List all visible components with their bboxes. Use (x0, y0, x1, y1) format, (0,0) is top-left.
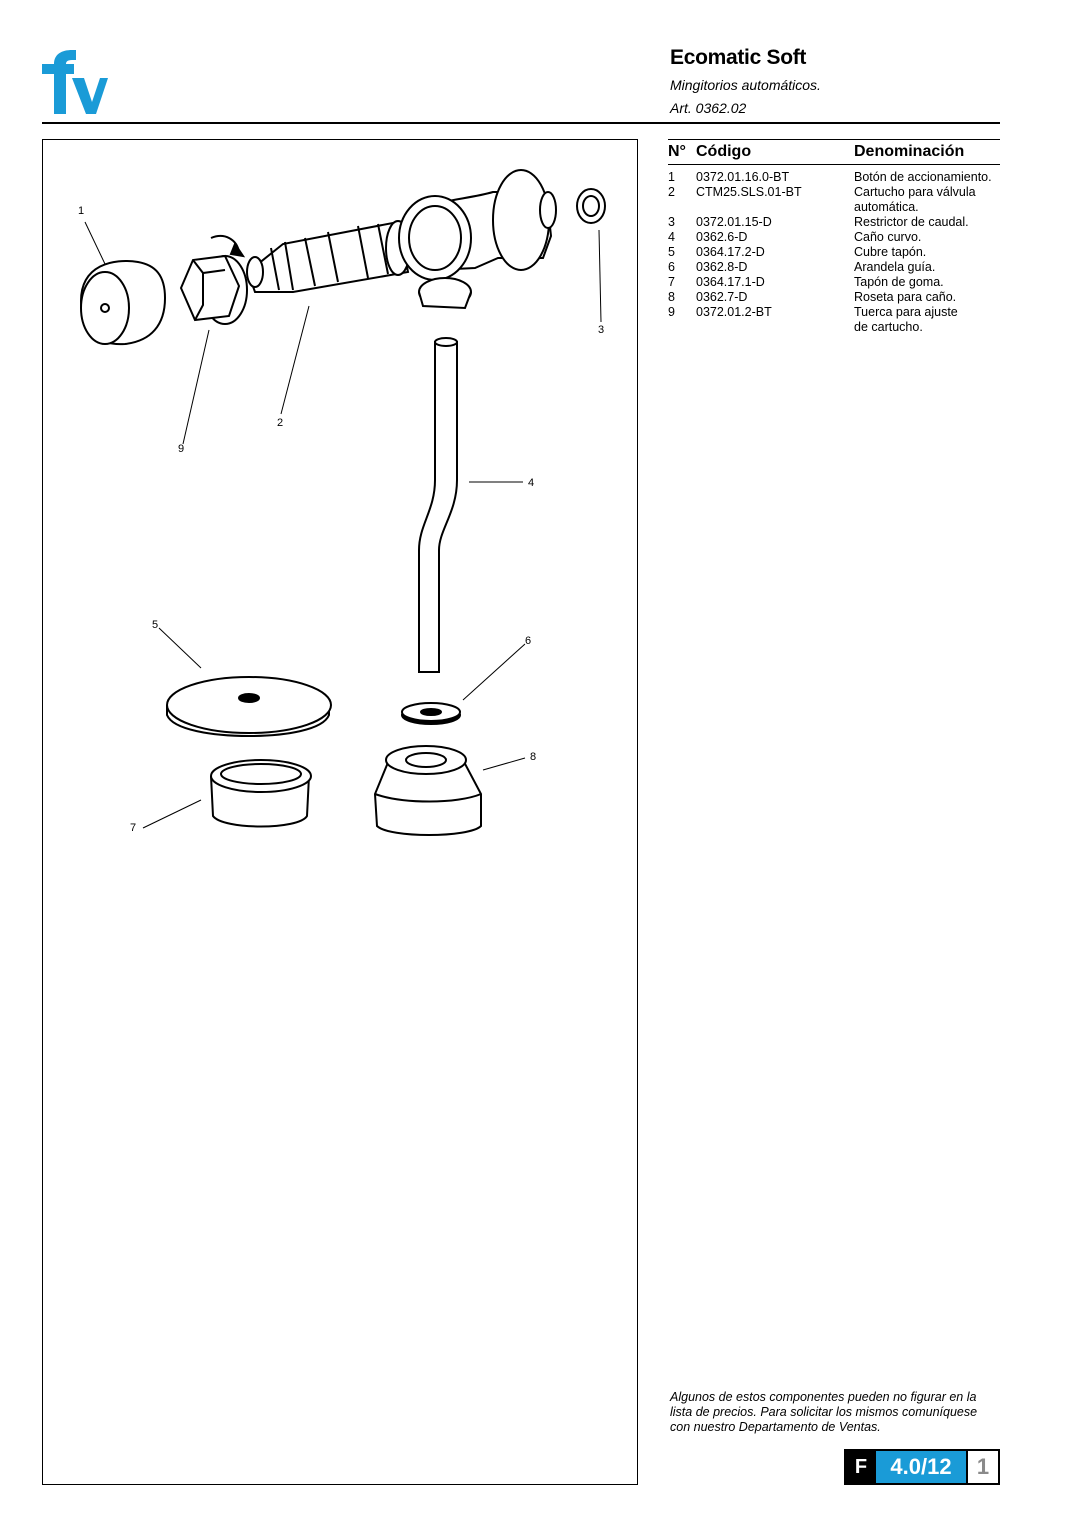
table-row: 3 0372.01.15-D Restrictor de caudal. (668, 215, 1000, 230)
part-3-restrictor (576, 188, 606, 224)
badge-page-number: 1 (966, 1451, 998, 1483)
table-row: 6 0362.8-D Arandela guía. (668, 260, 1000, 275)
document-subtitle: Mingitorios automáticos. (670, 77, 821, 93)
callout-1: 1 (78, 205, 84, 217)
part-9-nut (179, 234, 248, 325)
page-badge: F 4.0/12 1 (844, 1449, 1000, 1485)
row-code: 0362.7-D (696, 290, 748, 304)
callout-2: 2 (277, 417, 283, 429)
table-header-rule (668, 164, 1000, 165)
row-code: 0364.17.2-D (696, 245, 765, 259)
header-number: N° (668, 143, 686, 160)
callout-8: 8 (530, 751, 536, 763)
row-code: 0364.17.1-D (696, 275, 765, 289)
table-top-rule (668, 139, 1000, 140)
row-name: Tuerca para ajuste de cartucho. (854, 305, 958, 334)
header-divider (42, 122, 1000, 124)
table-row: 7 0364.17.1-D Tapón de goma. (668, 275, 1000, 290)
part-6-washer (401, 702, 461, 725)
row-number: 4 (668, 230, 675, 244)
callout-6: 6 (525, 635, 531, 647)
part-2-cartridge (246, 220, 411, 293)
badge-letter: F (846, 1451, 876, 1483)
callout-7: 7 (130, 822, 136, 834)
badge-code: 4.0/12 (876, 1451, 966, 1483)
callout-3: 3 (598, 324, 604, 336)
header-name: Denominación (854, 143, 965, 160)
table-row: 1 0372.01.16.0-BT Botón de accionamiento. (668, 170, 1000, 185)
table-header: N° Código Denominación (668, 140, 1000, 164)
row-code: 0372.01.2-BT (696, 305, 772, 319)
table-row: 5 0364.17.2-D Cubre tapón. (668, 245, 1000, 260)
table-row: 2 CTM25.SLS.01-BT Cartucho para válvula au… (668, 185, 1000, 215)
row-number: 9 (668, 305, 675, 319)
row-number: 8 (668, 290, 675, 304)
fv-logo (38, 48, 108, 118)
header-code: Código (696, 143, 752, 160)
table-row: 4 0362.6-D Caño curvo. (668, 230, 1000, 245)
row-code: 0362.8-D (696, 260, 748, 274)
article-number: Art. 0362.02 (670, 100, 747, 116)
row-code: 0372.01.16.0-BT (696, 170, 790, 184)
row-number: 3 (668, 215, 675, 229)
valve-body (398, 169, 557, 310)
row-name: Botón de accionamiento. (854, 170, 992, 184)
callout-5: 5 (152, 619, 158, 631)
footer-note: Algunos de estos componentes pueden no f… (670, 1390, 978, 1434)
parts-table: N° Código Denominación 1 0372.01.16.0-BT B… (668, 139, 1000, 335)
row-name: Caño curvo. (854, 230, 922, 244)
row-number: 2 (668, 185, 675, 199)
row-name: Tapón de goma. (854, 275, 944, 289)
row-name: Restrictor de caudal. (854, 215, 969, 229)
callout-9: 9 (178, 443, 184, 455)
part-1-button (79, 260, 167, 346)
document-title: Ecomatic Soft (670, 46, 807, 69)
row-number: 5 (668, 245, 675, 259)
part-7-plug (210, 759, 312, 828)
row-name: Cubre tapón. (854, 245, 927, 259)
exploded-diagram: 1 2 3 4 5 6 7 8 9 (42, 139, 638, 1485)
part-8-rosette (373, 745, 482, 836)
part-4-pipe (418, 337, 458, 673)
callout-4: 4 (528, 477, 534, 489)
row-name: Roseta para caño. (854, 290, 957, 304)
table-row: 8 0362.7-D Roseta para caño. (668, 290, 1000, 305)
row-number: 1 (668, 170, 675, 184)
table-row: 9 0372.01.2-BT Tuerca para ajuste de cartu… (668, 305, 1000, 335)
part-5-cover (166, 676, 332, 738)
row-code: 0362.6-D (696, 230, 748, 244)
row-code: CTM25.SLS.01-BT (696, 185, 802, 199)
row-number: 6 (668, 260, 675, 274)
row-number: 7 (668, 275, 675, 289)
row-name: Cartucho para válvula automática. (854, 185, 976, 214)
row-name: Arandela guía. (854, 260, 936, 274)
row-code: 0372.01.15-D (696, 215, 772, 229)
